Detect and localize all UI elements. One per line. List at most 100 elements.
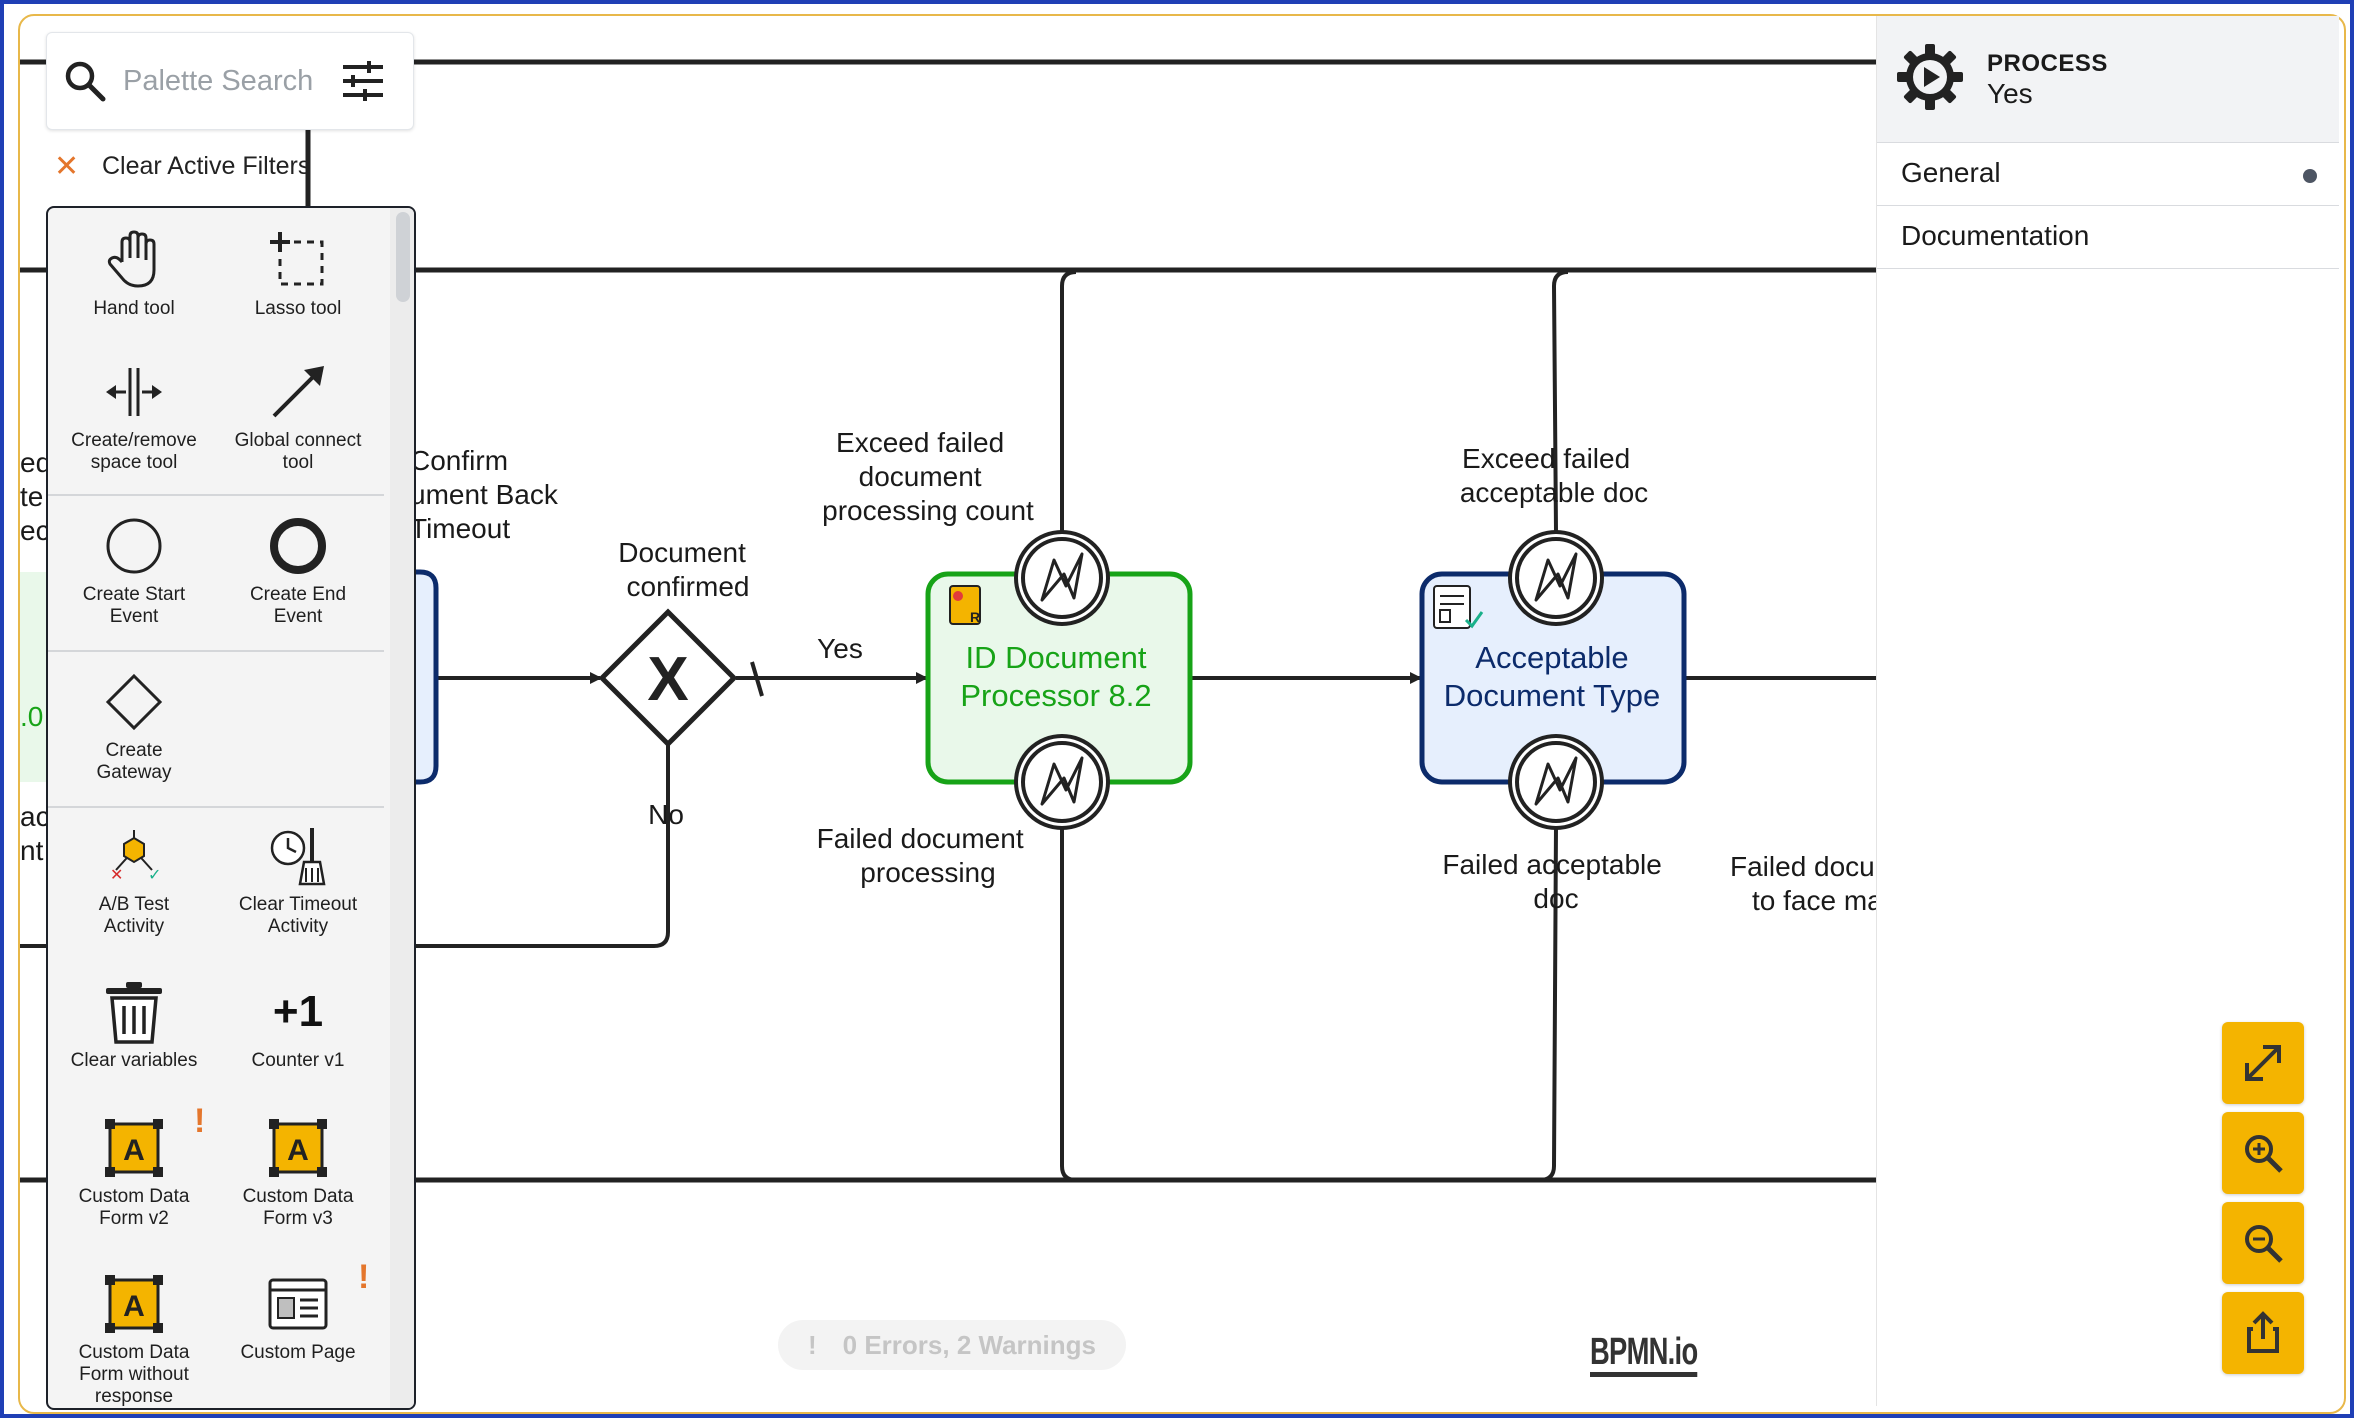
palette-group-gateway bbox=[48, 650, 384, 808]
task2-top-event-label: Exceed failed acceptable doc bbox=[1460, 443, 1648, 508]
palette-item-label: Clear Timeout bbox=[238, 894, 358, 915]
id-card-icon bbox=[1433, 585, 1484, 629]
palette-scrollbar-track[interactable] bbox=[390, 208, 414, 1408]
zoom-in-icon bbox=[2245, 1135, 2283, 1173]
custom-form-icon: A bbox=[105, 1275, 163, 1333]
properties-panel: PROCESS Yes General Documentation bbox=[1876, 16, 2339, 1406]
close-icon: ✕ bbox=[54, 149, 80, 183]
counter-icon: +1 bbox=[272, 987, 324, 1036]
palette-item-label: Event bbox=[109, 606, 159, 627]
element-name: Yes bbox=[1987, 78, 2033, 109]
palette-item-label: response bbox=[94, 1386, 174, 1407]
bpmn-io-logo[interactable]: BPMN.io bbox=[1590, 1332, 1698, 1377]
exclusive-gateway[interactable]: X bbox=[598, 608, 738, 748]
boundary-event[interactable] bbox=[1014, 734, 1110, 830]
left-task-shape[interactable] bbox=[412, 569, 439, 785]
palette-item-create-gateway[interactable]: Create Gateway bbox=[52, 670, 216, 784]
filter-settings-icon[interactable] bbox=[339, 59, 387, 103]
fit-viewport-button[interactable] bbox=[2222, 1022, 2304, 1104]
trash-icon bbox=[106, 982, 162, 1044]
clear-timeout-icon bbox=[270, 828, 326, 886]
left-cut-labels: ed te ec .0 ac nt bbox=[20, 447, 59, 866]
palette-item-label: space tool bbox=[90, 452, 178, 473]
zoom-in-button[interactable] bbox=[2222, 1112, 2304, 1194]
data-marker-dot bbox=[2303, 169, 2317, 183]
svg-text:A: A bbox=[123, 1290, 145, 1323]
palette-item-custom-data-form-v3[interactable]: A Custom Data Form v3 bbox=[216, 1116, 380, 1230]
warning-icon: ! bbox=[807, 1329, 817, 1360]
search-icon bbox=[65, 61, 106, 102]
palette-item-label: Activity bbox=[267, 916, 329, 937]
group-documentation[interactable]: Documentation bbox=[1877, 206, 2339, 269]
confirm-timeout-label: Confirm ument Back Timeout bbox=[410, 445, 566, 544]
svg-text:R: R bbox=[970, 609, 980, 625]
gateway-glyph: X bbox=[647, 645, 688, 714]
share-icon bbox=[2247, 1311, 2279, 1353]
palette-group-tools bbox=[48, 208, 384, 496]
palette-item-label: Form without bbox=[79, 1364, 189, 1385]
palette-search-input[interactable] bbox=[121, 57, 357, 105]
palette-item-label: A/B Test bbox=[98, 894, 170, 915]
palette-scrollbar-thumb[interactable] bbox=[396, 212, 410, 302]
task1-label-line: Processor 8.2 bbox=[960, 678, 1151, 713]
lasso-icon bbox=[270, 232, 324, 286]
process-gear-icon bbox=[1897, 44, 1963, 110]
group-label: General bbox=[1901, 157, 2001, 188]
palette-item-space-tool[interactable]: Create/remove space tool bbox=[52, 360, 216, 474]
palette-item-label: Create bbox=[105, 740, 163, 761]
boundary-event[interactable] bbox=[1014, 530, 1110, 626]
palette-item-label: Activity bbox=[103, 916, 165, 937]
boundary-event[interactable] bbox=[1508, 530, 1604, 626]
export-button[interactable] bbox=[2222, 1292, 2304, 1374]
svg-text:A: A bbox=[123, 1134, 145, 1167]
linting-status[interactable]: ! 0 Errors, 2 Warnings bbox=[778, 1320, 1126, 1370]
palette-item-create-start-event[interactable]: Create Start Event bbox=[52, 514, 216, 628]
palette-item-label: Form v2 bbox=[99, 1208, 169, 1229]
palette-search-box bbox=[46, 32, 414, 130]
palette-item-custom-data-form-v2[interactable]: A Custom Data Form v2 bbox=[52, 1116, 216, 1230]
palette-item-label: Custom Data bbox=[78, 1342, 190, 1363]
palette-item-custom-page[interactable]: Custom Page bbox=[216, 1272, 380, 1364]
custom-form-icon: A bbox=[269, 1119, 327, 1177]
boundary-event[interactable] bbox=[1508, 734, 1604, 830]
palette-item-clear-timeout-activity[interactable]: Clear Timeout Activity bbox=[216, 824, 380, 938]
palette-item-label: Create End bbox=[249, 584, 347, 605]
palette-item-create-end-event[interactable]: Create End Event bbox=[216, 514, 380, 628]
properties-header: PROCESS Yes bbox=[1877, 16, 2339, 143]
hand-icon bbox=[107, 230, 156, 288]
expand-icon bbox=[2245, 1045, 2281, 1081]
clear-active-filters[interactable]: ✕ Clear Active Filters bbox=[54, 148, 310, 184]
palette-item-label: Create Start bbox=[82, 584, 186, 605]
group-label: Documentation bbox=[1901, 220, 2090, 251]
palette-item-label: Hand tool bbox=[93, 298, 175, 319]
palette-item-ab-test-activity[interactable]: ✕✓ A/B Test Activity bbox=[52, 824, 216, 938]
palette-item-custom-data-form-without-response[interactable]: A Custom Data Form without response bbox=[52, 1272, 216, 1408]
task1-label-line: ID Document bbox=[966, 640, 1147, 675]
palette-item-label: Gateway bbox=[96, 762, 172, 783]
palette-item-global-connect-tool[interactable]: Global connect tool bbox=[216, 360, 380, 474]
clear-filters-label: Clear Active Filters bbox=[102, 151, 311, 180]
palette-item-label: Counter v1 bbox=[251, 1050, 345, 1071]
end-event-icon bbox=[270, 518, 326, 574]
palette-item-lasso-tool[interactable]: Lasso tool bbox=[216, 228, 380, 320]
palette-item-label: Create/remove bbox=[71, 430, 197, 451]
linting-summary: 0 Errors, 2 Warnings bbox=[842, 1329, 1096, 1360]
palette-item-counter-v1[interactable]: +1 Counter v1 bbox=[216, 980, 380, 1072]
connect-arrow-icon bbox=[272, 366, 324, 418]
zoom-out-button[interactable] bbox=[2222, 1202, 2304, 1284]
task2-bottom-event-label: Failed acceptable doc bbox=[1442, 849, 1669, 914]
group-general[interactable]: General bbox=[1877, 143, 2339, 206]
flow-label-yes: Yes bbox=[817, 633, 863, 664]
palette-item-label: Global connect bbox=[234, 430, 362, 451]
palette-item-hand-tool[interactable]: Hand tool bbox=[52, 228, 216, 320]
palette-item-label: tool bbox=[282, 452, 314, 473]
palette-item-label: Custom Data bbox=[78, 1186, 190, 1207]
palette-item-clear-variables[interactable]: Clear variables bbox=[52, 980, 216, 1072]
ab-test-icon: ✕✓ bbox=[110, 830, 161, 884]
task2-label-line: Document Type bbox=[1444, 678, 1661, 713]
